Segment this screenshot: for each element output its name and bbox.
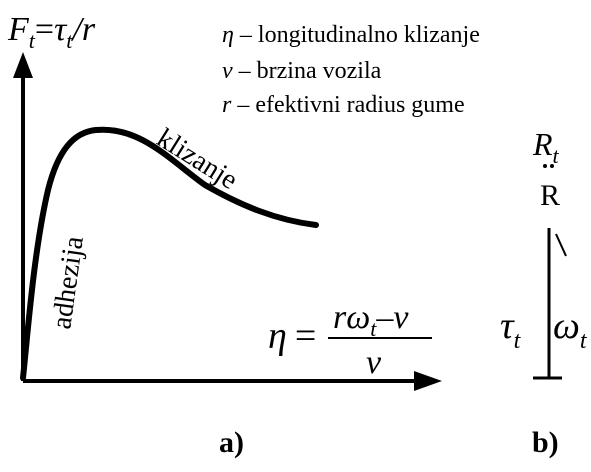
- caption-a: a): [219, 426, 244, 459]
- dot-left: [543, 164, 547, 168]
- torque-symbol: τt: [500, 305, 522, 354]
- force-slip-curve: [20, 126, 319, 381]
- legend-item-v: v– brzina vozila: [222, 58, 382, 84]
- legend: η– longitudinalno klizanje v– brzina voz…: [222, 22, 480, 118]
- formula-denominator: v: [366, 344, 382, 381]
- panel-a: Ft=τt/r η– longitudinalno klizanje v– br…: [7, 11, 480, 459]
- legend-item-r: r– efektivni radius gume: [222, 92, 465, 118]
- x-axis-arrowhead: [414, 371, 442, 391]
- force-symbol: Rt: [532, 126, 560, 168]
- formula-numerator: rωt–v: [333, 299, 409, 341]
- legend-item-eta: η– longitudinalno klizanje: [222, 22, 480, 48]
- formula-lhs: η=: [268, 315, 316, 357]
- panel-b: Rt R τt ωt b): [500, 126, 588, 459]
- tilt-mark: [555, 233, 567, 257]
- point-label: R: [540, 179, 560, 212]
- dot-right: [550, 164, 554, 168]
- slip-label: klizanje: [151, 123, 243, 196]
- y-axis-label: Ft=τt/r: [7, 11, 96, 53]
- angular-symbol: ωt: [553, 305, 588, 354]
- adhesion-label: adhezija: [46, 234, 90, 331]
- y-axis-arrowhead: [13, 52, 33, 78]
- slip-formula: η= rωt–v v: [268, 299, 432, 381]
- caption-b: b): [532, 426, 559, 459]
